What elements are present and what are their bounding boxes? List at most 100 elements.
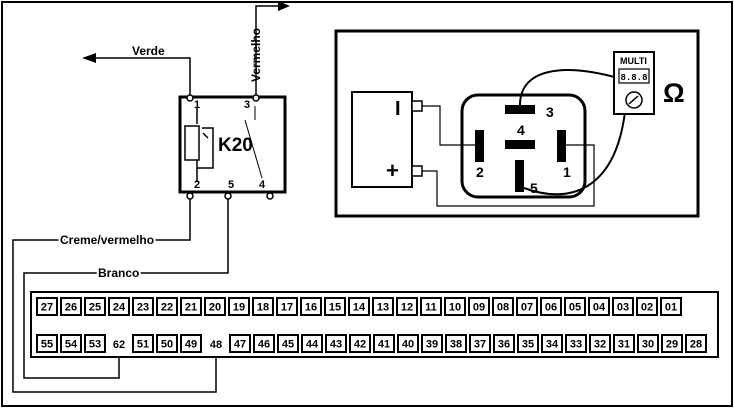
connector-pin-number: 04 [593,302,606,314]
test-relay-pin-5: 5 [530,180,538,196]
connector-pin-box [84,334,106,353]
connector-pin-box [493,334,515,353]
battery-minus-label: I [395,98,401,120]
connector-pin-box [132,297,154,316]
connector-pin-box [36,334,58,353]
connector-pin-box [516,297,538,316]
connector-pin-box [588,297,610,316]
connector-pin-number: 24 [113,302,126,314]
relay-pin-2: 2 [194,179,200,191]
wire-battery-minus [422,105,475,146]
connector-pin-box [349,334,371,353]
connector-pin-box [132,334,154,353]
connector-pin-number: 25 [89,302,101,314]
connector-pin-box [156,297,178,316]
arrow-vermelho [278,1,290,11]
connector-pin-number: 35 [522,339,534,351]
test-relay-pin-2-blade [475,130,484,162]
test-relay-pin-2: 2 [476,164,484,180]
connector-pin-box [60,297,82,316]
connector-pin-number: 29 [666,339,678,351]
connector-pin-number: 16 [305,302,317,314]
arrow-verde [82,53,96,63]
connector-pin-number: 55 [41,339,53,351]
connector-pin-number: 32 [594,339,606,351]
connector-pin-box [325,334,347,353]
connector-pin-number: 31 [618,339,630,351]
connector-pin-box [613,334,635,353]
connector-pin-box [564,297,586,316]
connector-pin-number: 34 [546,339,559,351]
connector-pin-number: 20 [209,302,221,314]
connector-pin-number: 17 [281,302,293,314]
connector-pin-box [469,334,491,353]
connector-pin-box [612,297,634,316]
connector-pin-number: 06 [545,302,557,314]
connector-pin-number: 11 [425,302,437,314]
test-relay-pin-4-blade [505,140,535,149]
connector-pin-box [180,297,202,316]
test-relay-pin-4: 4 [517,122,525,138]
connector-pin-box [36,297,58,316]
connector-pin-number: 22 [161,302,173,314]
connector-pin-number: 42 [354,339,366,351]
connector-pin-number: 54 [65,339,78,351]
connector-pin-box [372,297,394,316]
connector-pin-number: 38 [450,339,462,351]
test-relay-pin-3-blade [505,105,535,114]
connector-pin-box [156,334,178,353]
relay-pin-4: 4 [259,179,266,191]
connector-pin-number: 01 [665,302,677,314]
connector-pin-box [517,334,539,353]
connector-pin-box [277,334,299,353]
connector-pin-box [84,297,106,316]
connector-pin-box [396,297,418,316]
label-vermelho: Vermelho [249,28,263,82]
connector-pin-box [228,297,250,316]
connector-pin-box [468,297,490,316]
connector-pin-box [661,334,683,353]
connector-pin-number: 28 [690,339,702,351]
connector-pin-number: 27 [41,302,53,314]
connector-pin-number: 43 [330,339,342,351]
connector-pin-box [565,334,587,353]
connector-pin-number: 15 [329,302,341,314]
connector-pin-box [60,334,82,353]
wire-creme-vermelho [12,199,217,393]
connector-pin-number: 05 [569,302,581,314]
multimeter-display [618,68,650,84]
connector-pin-number: 02 [641,302,653,314]
battery-terminal-plus [411,165,423,177]
connector-pin-box [229,334,251,353]
connector-pin-number: 10 [449,302,461,314]
connector-pin-box [637,334,659,353]
probe-wire-pin3 [519,69,619,106]
connector-pin-number: 07 [521,302,533,314]
connector-pin-number: 26 [65,302,77,314]
connector-pin-number: 13 [377,302,389,314]
connector-pin-box [204,297,226,316]
connector-pin-number: 53 [89,339,101,351]
connector-pin-box [324,297,346,316]
wire-branco [23,199,229,379]
connector-pin-box [276,297,298,316]
ohm-symbol: Ω [663,78,685,108]
test-relay-pin-5-blade [515,160,524,192]
multimeter-label: MULTI [620,56,647,66]
connector-pin-box [685,334,707,353]
connector-pin-number: 49 [185,339,197,351]
wire-battery-plus [422,144,595,207]
connector-pin-number: 48 [210,339,222,351]
connector-pin-number: 09 [473,302,485,314]
relay-name: K20 [218,135,253,156]
connector-pin-box [540,297,562,316]
relay-pin-1: 1 [194,99,200,111]
connector-pin-number: 08 [497,302,509,314]
connector-pin-number: 33 [570,339,582,351]
connector-pin-box [492,297,514,316]
connector-pin-box [636,297,658,316]
test-relay-pin-3: 3 [546,104,554,120]
